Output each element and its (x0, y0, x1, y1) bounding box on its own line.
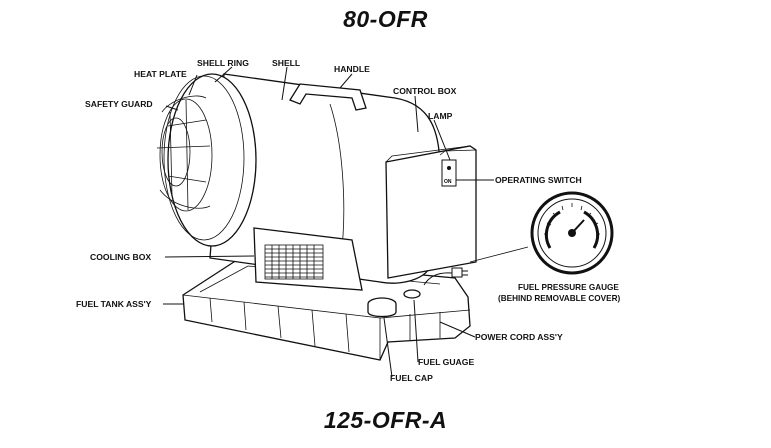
label-power-cord: POWER CORD ASS'Y (475, 332, 563, 342)
label-heat-plate: HEAT PLATE (134, 69, 187, 79)
label-fuel-tank: FUEL TANK ASS'Y (76, 299, 152, 309)
label-lamp: LAMP (428, 111, 453, 121)
label-behind-removable-cover: (BEHIND REMOVABLE COVER) (498, 294, 620, 303)
label-shell-ring: SHELL RING (197, 58, 249, 68)
label-cooling-box: COOLING BOX (90, 252, 151, 262)
label-safety-guard: SAFETY GUARD (85, 99, 153, 109)
label-shell: SHELL (272, 58, 300, 68)
model-title-125-ofr-a: 125-OFR-A (323, 407, 448, 433)
control-box: ON (385, 145, 477, 279)
fuel-gauge (403, 289, 421, 299)
label-handle: HANDLE (334, 64, 370, 74)
fuel-cap (367, 297, 397, 318)
cooling-box (253, 227, 363, 291)
svg-text:ON: ON (444, 179, 452, 185)
model-title-80-ofr: 80-OFR (343, 6, 428, 32)
label-operating-switch: OPERATING SWITCH (495, 175, 582, 185)
label-fuel-guage: FUEL GUAGE (418, 357, 474, 367)
fuel-pressure-gauge (469, 191, 614, 275)
safety-guard (156, 73, 257, 247)
label-fuel-cap: FUEL CAP (390, 373, 433, 383)
power-cord (423, 267, 468, 286)
label-control-box: CONTROL BOX (393, 86, 457, 96)
handle (289, 83, 367, 111)
label-fuel-pressure-gauge: FUEL PRESSURE GAUGE (518, 283, 619, 292)
leader-lines (163, 66, 494, 378)
